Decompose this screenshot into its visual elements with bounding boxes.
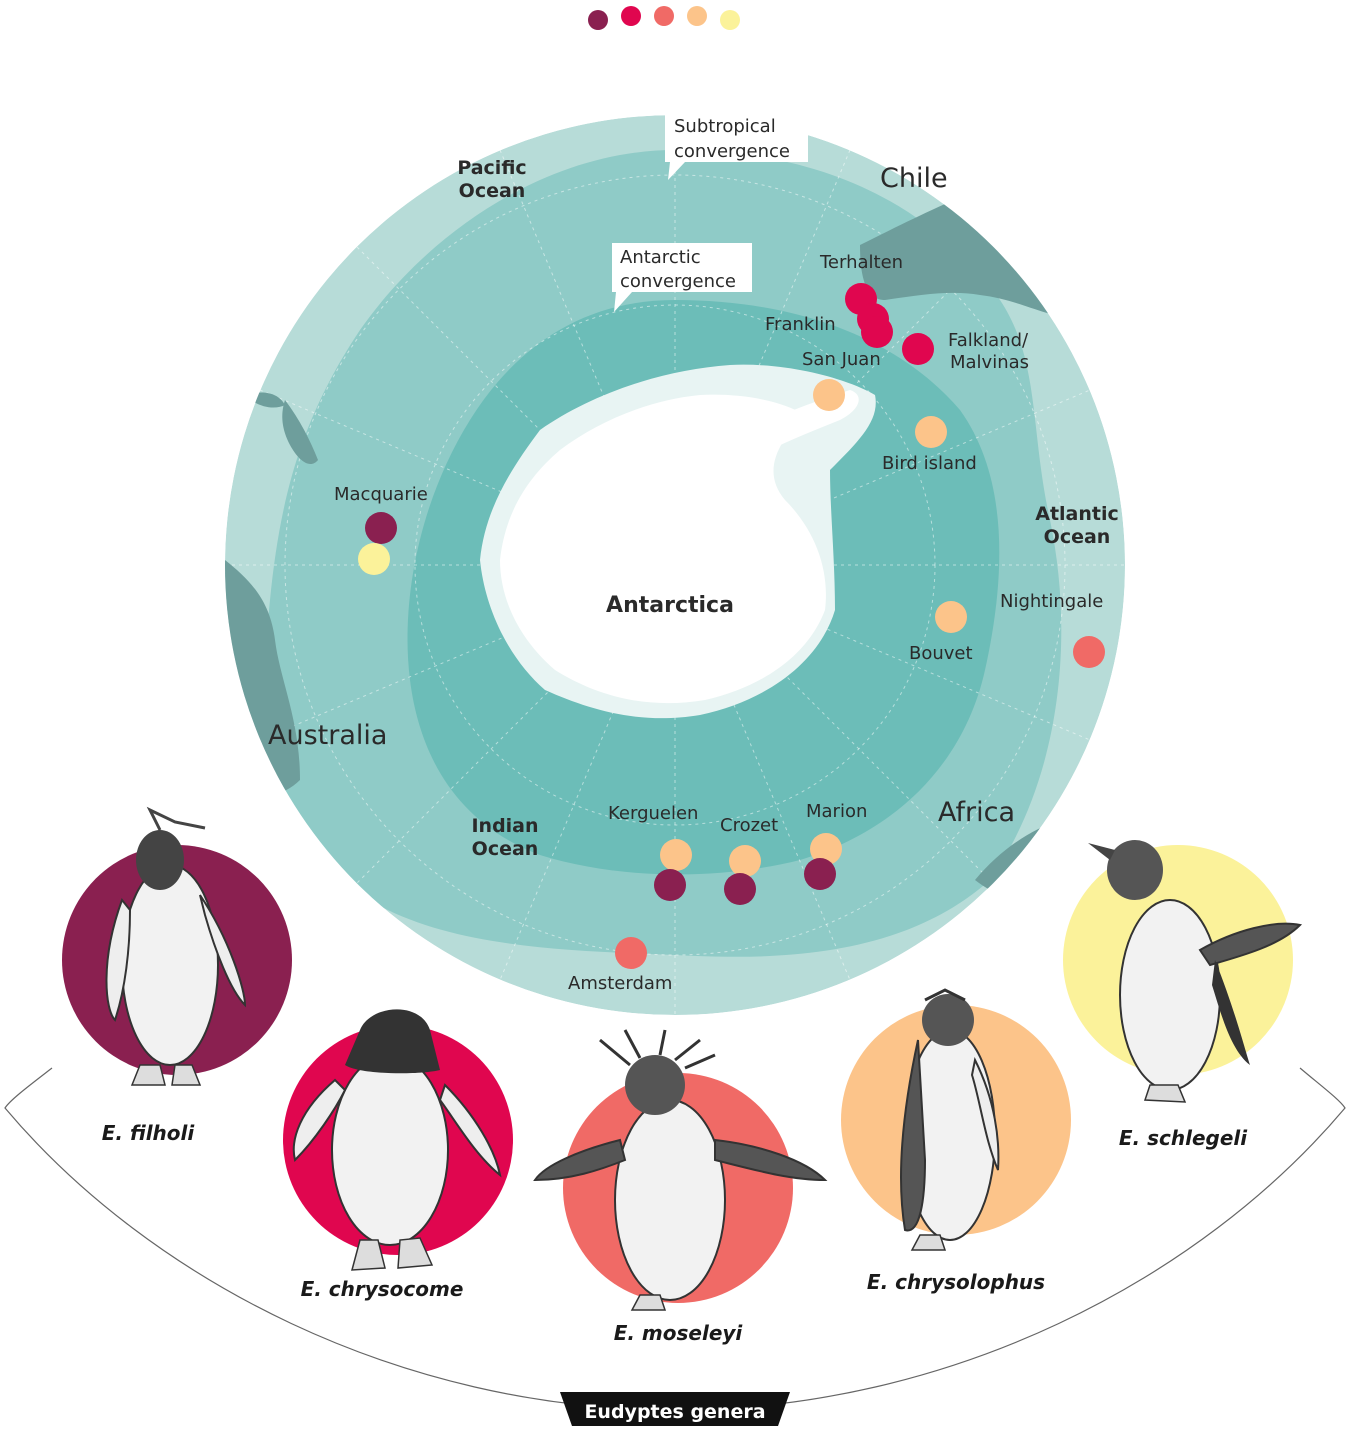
species-moseleyi: E. moseleyi [533, 1029, 828, 1345]
subtropical-label-1: Subtropical [674, 116, 776, 137]
franklin-label: Franklin [765, 314, 836, 335]
schlegeli-label: E. schlegeli [1119, 1126, 1248, 1150]
colony-marion-chrysolophus [810, 833, 842, 865]
colony-nightingale [1073, 636, 1105, 668]
atlantic-ocean-label-2: Ocean [1044, 526, 1111, 548]
colony-bird-island [915, 416, 947, 448]
moseleyi-label: E. moseleyi [614, 1321, 744, 1345]
colony-kerguelen-filholi [654, 869, 686, 901]
filholi-penguin-illustration [105, 806, 247, 1086]
colony-macquarie-filholi [365, 512, 397, 544]
falkland-label-2: Malvinas [950, 352, 1029, 373]
genus-label: Eudyptes genera [584, 1401, 765, 1423]
schlegeli-penguin-illustration [1088, 840, 1303, 1103]
colony-crozet-filholi [724, 873, 756, 905]
species-chrysocome: E. chrysocome [283, 1009, 513, 1301]
subtropical-label-2: convergence [674, 141, 790, 162]
bird-island-label: Bird island [882, 453, 977, 474]
chrysolophus-label: E. chrysolophus [867, 1270, 1045, 1294]
australia-label: Australia [268, 720, 387, 751]
colony-franklin-b [861, 316, 893, 348]
antarctica-label: Antarctica [606, 593, 734, 618]
colony-kerguelen-chrysolophus [660, 839, 692, 871]
antarctica-land [500, 394, 826, 704]
africa-label: Africa [938, 797, 1015, 828]
bouvet-label: Bouvet [909, 643, 973, 664]
kerguelen-label: Kerguelen [608, 803, 698, 824]
antarctic-callout: Antarctic convergence [612, 243, 752, 312]
antarctic-label-2: convergence [620, 271, 736, 292]
legend-dot-moseleyi [654, 6, 674, 26]
legend-dot-filholi [588, 10, 608, 30]
colony-san-juan [813, 379, 845, 411]
pacific-ocean-label-2: Ocean [459, 180, 526, 202]
species-schlegeli: E. schlegeli [1063, 840, 1303, 1150]
atlantic-ocean-label-1: Atlantic [1035, 503, 1119, 525]
terhalten-label: Terhalten [819, 252, 903, 273]
colony-bouvet [935, 601, 967, 633]
subtropical-callout: Subtropical convergence [665, 112, 808, 180]
moseleyi-penguin-illustration [533, 1029, 828, 1311]
indian-ocean-label-2: Ocean [472, 838, 539, 860]
macquarie-label: Macquarie [334, 484, 428, 505]
chile-label: Chile [880, 163, 948, 194]
colony-falkland [902, 333, 934, 365]
san-juan-label: San Juan [802, 349, 881, 370]
colony-crozet-chrysolophus [729, 845, 761, 877]
amsterdam-label: Amsterdam [568, 973, 672, 994]
legend-dot-schlegeli [720, 10, 740, 30]
species-filholi: E. filholi [62, 806, 292, 1145]
colony-macquarie-schlegeli [358, 543, 390, 575]
colony-markers [358, 283, 1105, 969]
globe [225, 115, 1125, 1015]
chrysocome-label: E. chrysocome [301, 1277, 464, 1301]
crozet-label: Crozet [720, 815, 778, 836]
genus-badge: Eudyptes genera [560, 1392, 790, 1426]
new-zealand-land [282, 400, 318, 465]
indian-ocean-label-1: Indian [471, 815, 538, 837]
filholi-label: E. filholi [102, 1121, 196, 1145]
legend [588, 6, 740, 30]
falkland-label-1: Falkland/ [948, 330, 1029, 351]
pacific-ocean-label-1: Pacific [457, 157, 526, 179]
colony-marion-filholi [804, 858, 836, 890]
chrysolophus-penguin-illustration [899, 988, 1000, 1251]
colony-amsterdam [615, 937, 647, 969]
species-chrysolophus: E. chrysolophus [841, 988, 1071, 1294]
legend-dot-chrysolophus [687, 6, 707, 26]
nightingale-label: Nightingale [1000, 591, 1103, 612]
antarctic-label-1: Antarctic [620, 247, 701, 268]
chrysocome-penguin-illustration [292, 1009, 502, 1271]
marion-label: Marion [806, 801, 867, 822]
legend-dot-chrysocome [621, 6, 641, 26]
